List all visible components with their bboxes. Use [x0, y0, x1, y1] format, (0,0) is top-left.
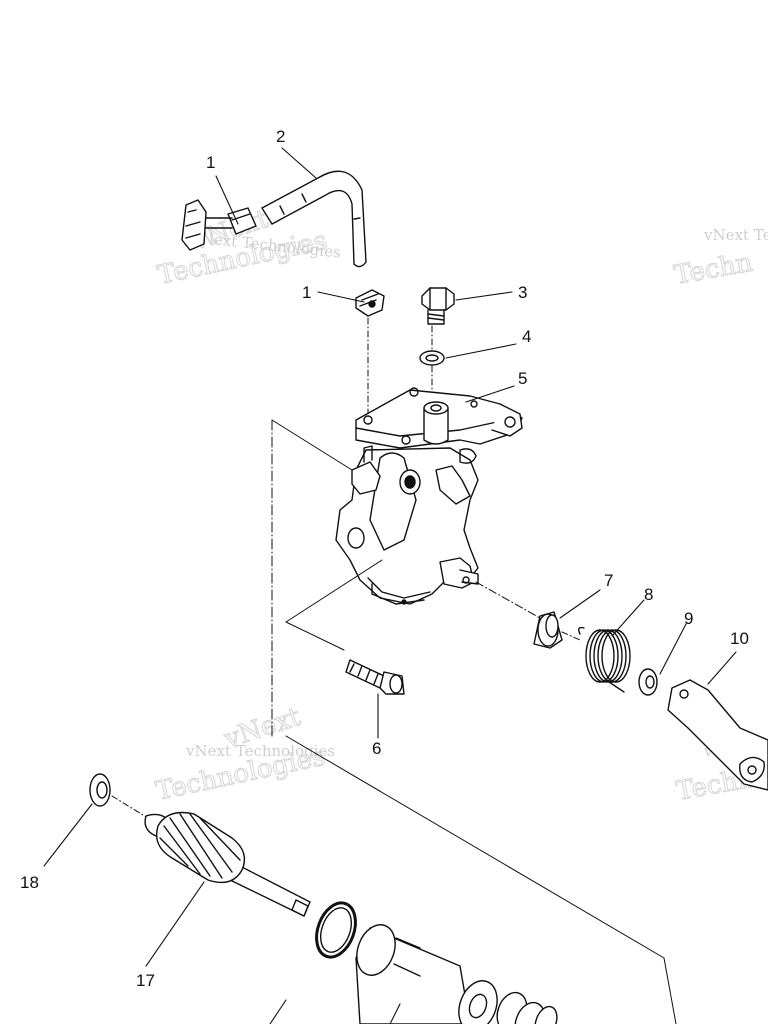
pump-lever: [667, 679, 768, 791]
watermark-middle-left: vNext Technologies vNext Technologies: [153, 701, 335, 807]
watermark-top-right: vNext Te Techn: [672, 226, 768, 291]
callout-5: 5: [518, 369, 527, 388]
callout-7: 7: [604, 571, 613, 590]
callout-10: 10: [730, 629, 749, 648]
bushing: [355, 924, 498, 1024]
callout-18: 18: [20, 873, 39, 892]
callout-9: 9: [684, 609, 693, 628]
sealing-washer: [419, 350, 445, 366]
callout-labels: 1 2 1 3 4 5 7 8 9 10 6 18 17: [20, 127, 749, 990]
shaft-washer: [89, 773, 111, 807]
callout-2: 2: [276, 127, 285, 146]
watermark-technologies: Techn: [672, 248, 755, 291]
drive-gear-shaft: [144, 811, 311, 917]
callout-1: 1: [206, 153, 215, 172]
bottom-rings: [496, 991, 558, 1024]
thrust-washer: [638, 668, 658, 696]
banjo-bolt: [421, 287, 455, 325]
callout-6: 6: [372, 739, 381, 758]
watermark-text: vNext Technologies: [185, 742, 335, 760]
callout-8: 8: [644, 585, 653, 604]
return-spring: [577, 626, 631, 693]
o-ring: [315, 901, 357, 959]
oil-pump-assembly: [335, 387, 523, 605]
hose: [261, 170, 367, 268]
leader-lines: [43, 147, 737, 1024]
clamp-upper: [181, 199, 257, 251]
callout-17: 17: [136, 971, 155, 990]
clamp-lower: [355, 289, 385, 317]
callout-1: 1: [302, 283, 311, 302]
watermark-text: vNext Te: [703, 226, 768, 244]
shaft-collar: [533, 611, 563, 649]
callout-4: 4: [522, 327, 531, 346]
mounting-screw: [345, 659, 405, 695]
callout-3: 3: [518, 283, 527, 302]
